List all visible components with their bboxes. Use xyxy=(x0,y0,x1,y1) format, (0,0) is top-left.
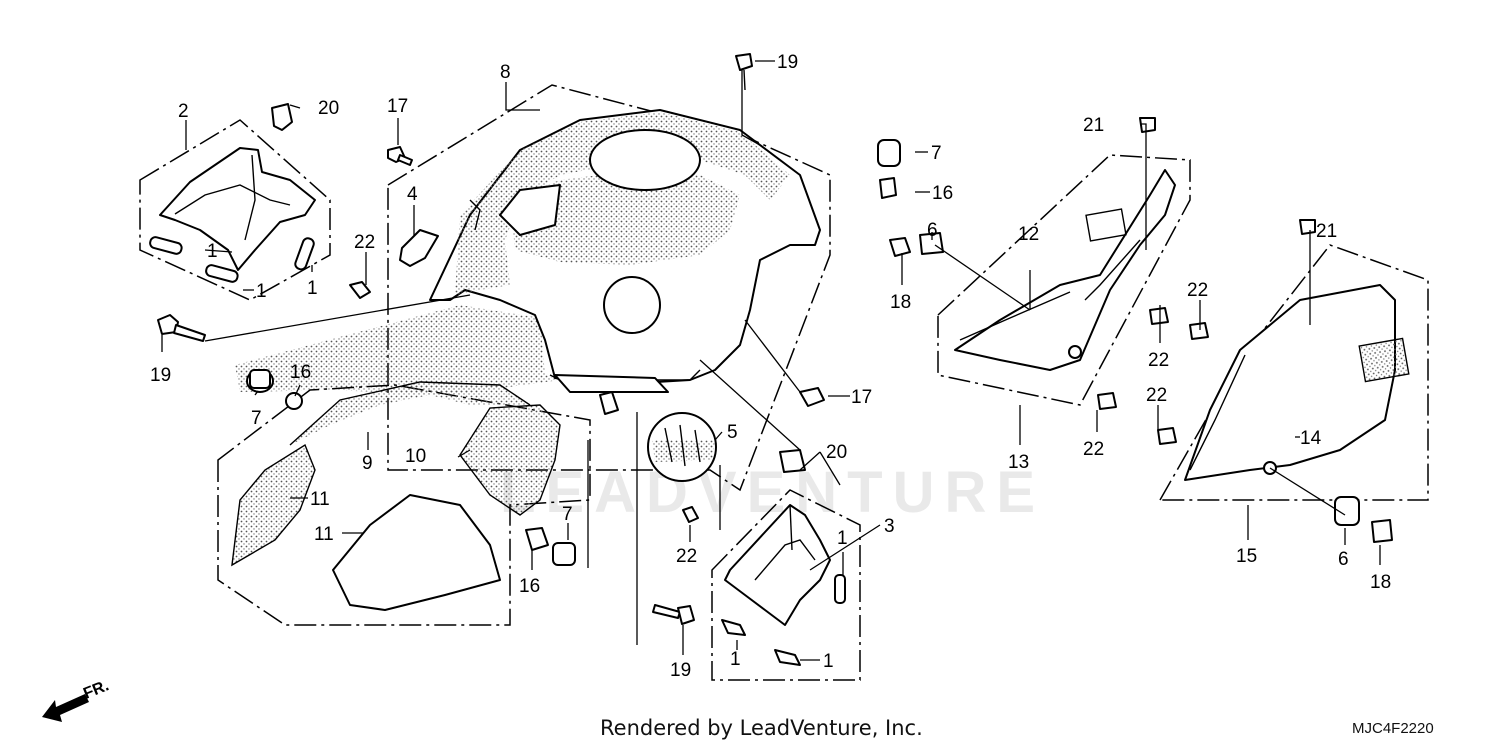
callout-13: 13 xyxy=(1008,452,1029,473)
callout-8: 8 xyxy=(500,62,511,83)
front-direction-indicator: FR. xyxy=(42,677,111,722)
callout-16: 16 xyxy=(932,183,953,204)
callout-22: 22 xyxy=(676,546,697,567)
callout-7: 7 xyxy=(251,408,262,429)
callout-1: 1 xyxy=(256,281,267,302)
callout-5: 5 xyxy=(727,422,738,443)
callout-20: 20 xyxy=(318,98,339,119)
watermark-text: LEADVENTURE xyxy=(500,460,1045,525)
emblem xyxy=(647,412,717,482)
callout-1: 1 xyxy=(837,528,848,549)
fasteners-left xyxy=(157,146,699,625)
callout-4: 4 xyxy=(407,184,418,205)
callout-20: 20 xyxy=(826,442,847,463)
render-credit: Rendered by LeadVenture, Inc. xyxy=(600,716,923,740)
callout-7: 7 xyxy=(931,143,942,164)
callouts: 2 20 1 1 1 8 17 4 22 19 7 16 9 10 11 11 … xyxy=(150,52,1391,681)
callout-11: 11 xyxy=(314,524,334,545)
callout-9: 9 xyxy=(362,453,373,474)
callout-22: 22 xyxy=(1148,350,1169,371)
callout-22: 22 xyxy=(1187,280,1208,301)
callout-1: 1 xyxy=(823,651,834,672)
callout-11: 11 xyxy=(310,489,330,510)
leader-lines xyxy=(161,60,1381,661)
diagram-code: MJC4F2220 xyxy=(1352,720,1434,737)
callout-22: 22 xyxy=(354,232,375,253)
group-lower-covers xyxy=(217,381,591,626)
group-part-3 xyxy=(711,449,861,681)
callout-18: 18 xyxy=(890,292,911,313)
callout-19: 19 xyxy=(150,365,171,386)
callout-10: 10 xyxy=(405,446,426,467)
callout-22: 22 xyxy=(1146,385,1167,406)
group-part-13 xyxy=(889,117,1191,406)
callout-21: 21 xyxy=(1316,221,1337,242)
callout-1: 1 xyxy=(307,278,318,299)
callout-19: 19 xyxy=(777,52,798,73)
callout-6: 6 xyxy=(1338,549,1349,570)
direction-label: FR. xyxy=(81,677,111,702)
callout-21: 21 xyxy=(1083,115,1104,136)
fuel-tank-cover xyxy=(235,84,831,492)
watermark: LEADVENTURE xyxy=(500,460,1045,525)
callout-3: 3 xyxy=(884,516,895,537)
callout-12: 12 xyxy=(1018,224,1039,245)
callout-7: 7 xyxy=(562,504,573,525)
callout-22: 22 xyxy=(1083,439,1104,460)
arrow-left-icon xyxy=(42,694,89,722)
callout-17: 17 xyxy=(387,96,408,117)
callout-15: 15 xyxy=(1236,546,1257,567)
callout-2: 2 xyxy=(178,101,189,122)
callout-1: 1 xyxy=(207,241,218,262)
callout-14: 14 xyxy=(1300,428,1322,449)
callout-18: 18 xyxy=(1370,572,1391,593)
callout-6: 6 xyxy=(927,220,938,241)
group-part-15 xyxy=(1097,219,1429,543)
callout-1: 1 xyxy=(730,649,741,670)
fasteners-center xyxy=(735,53,901,407)
callout-19: 19 xyxy=(670,660,691,681)
callout-17: 17 xyxy=(851,387,872,408)
group-part-2 xyxy=(139,103,331,301)
callout-16: 16 xyxy=(290,362,311,383)
callout-16: 16 xyxy=(519,576,540,597)
